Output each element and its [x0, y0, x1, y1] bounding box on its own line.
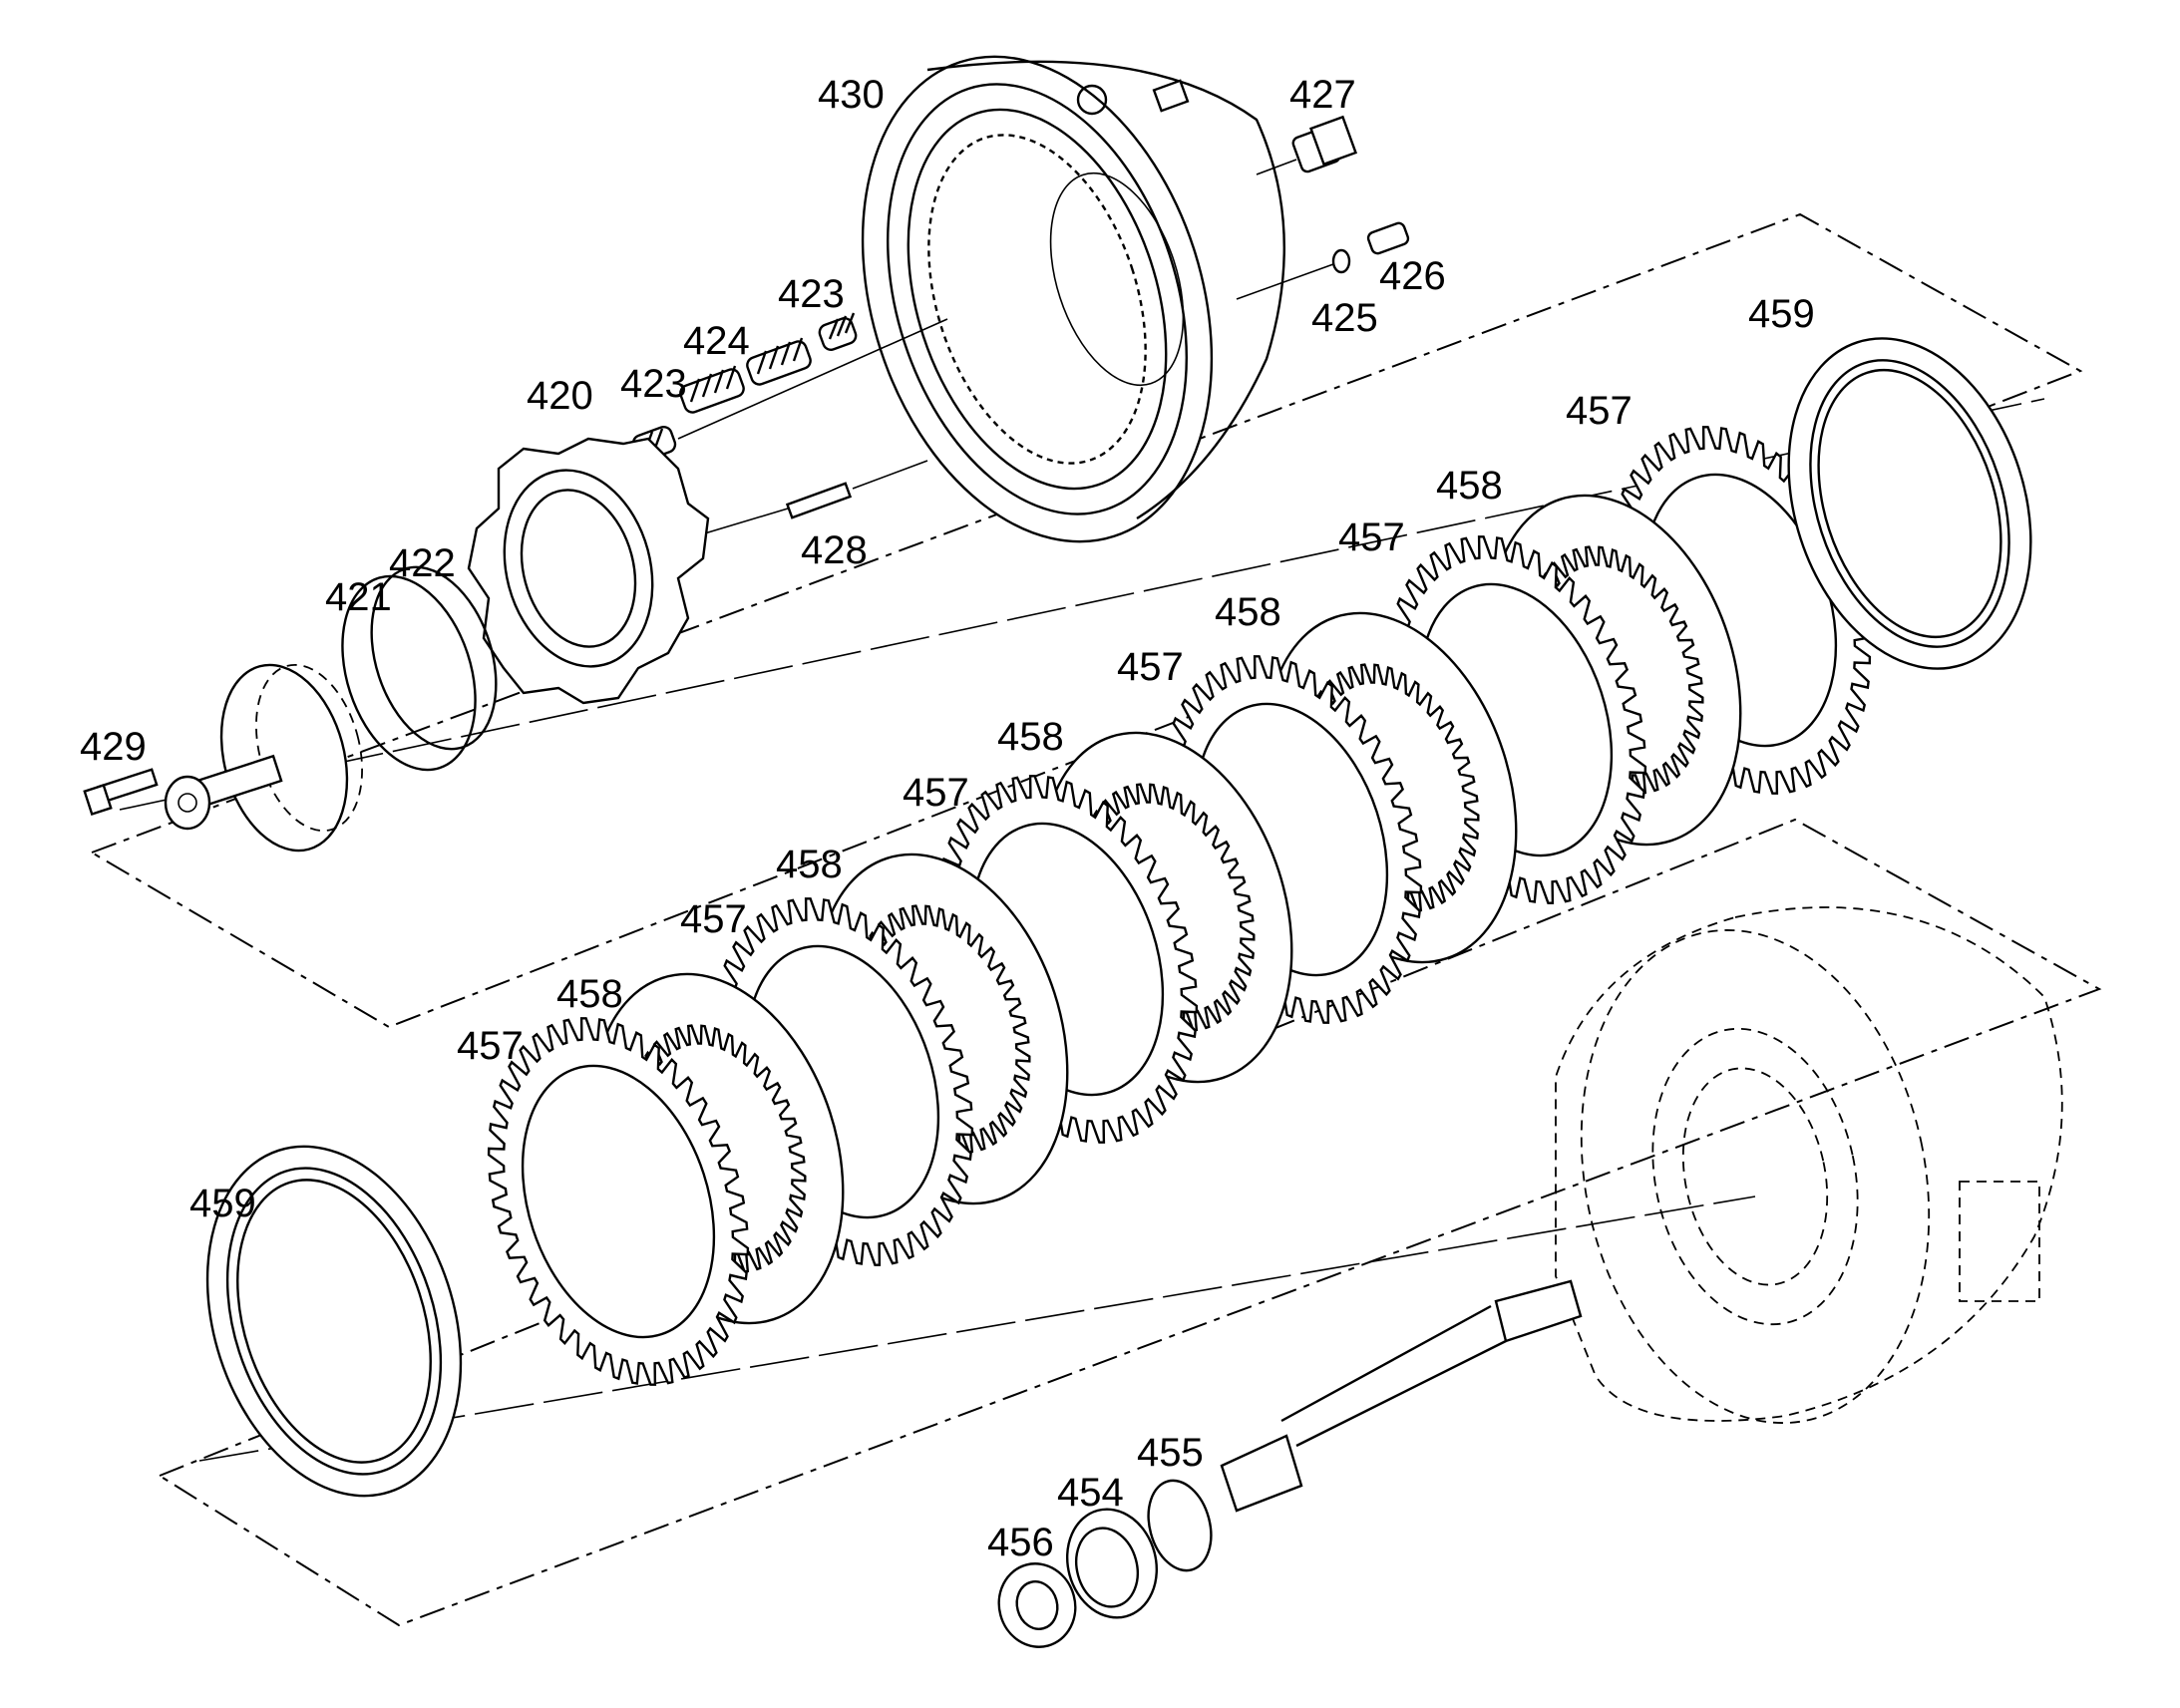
spring-424 [746, 337, 812, 386]
label-423-upper: 423 [778, 272, 845, 316]
ring-421 [341, 574, 477, 772]
label-454: 454 [1057, 1471, 1124, 1515]
label-459-right: 459 [1748, 292, 1815, 336]
hub-flange [164, 663, 363, 853]
end-plate-459-left [205, 1145, 463, 1498]
label-429: 429 [80, 725, 147, 769]
label-458-b: 458 [1215, 590, 1281, 634]
label-420: 420 [527, 374, 593, 418]
label-458-a: 458 [1436, 464, 1503, 508]
label-425: 425 [1311, 296, 1378, 340]
label-457-f: 457 [457, 1024, 524, 1068]
dowel-428 [687, 460, 928, 539]
label-423-lower: 423 [620, 362, 687, 406]
rear-housing [1555, 906, 2063, 1424]
seal-454 [1065, 1508, 1159, 1619]
label-457-c: 457 [1117, 645, 1184, 689]
label-421: 421 [325, 575, 392, 619]
spring-axis [677, 318, 948, 440]
label-458-c: 458 [997, 715, 1064, 759]
lower-axis-line [198, 1196, 1756, 1462]
ring-422 [370, 565, 498, 751]
label-458-e: 458 [556, 972, 623, 1016]
spring-423-upper [818, 312, 858, 351]
label-422: 422 [389, 541, 456, 585]
clutch-disc-stack [487, 426, 1872, 1386]
label-426: 426 [1379, 254, 1446, 298]
end-plate-459-right [1787, 337, 2032, 670]
label-427: 427 [1289, 73, 1356, 117]
label-457-a: 457 [1566, 389, 1633, 433]
label-428: 428 [801, 528, 868, 572]
pin-426 [1366, 221, 1410, 255]
input-shaft [1220, 1279, 1583, 1513]
steel-disc-457-f [487, 1017, 750, 1386]
label-459-left: 459 [189, 1182, 256, 1225]
housing-430 [861, 55, 1285, 543]
label-457-d: 457 [903, 771, 969, 815]
label-424: 424 [683, 319, 750, 363]
o-ring-425 [1236, 248, 1351, 300]
label-457-b: 457 [1338, 515, 1405, 559]
upper-assembly-boundary [89, 212, 2083, 1029]
lower-assembly-boundary [157, 818, 2102, 1627]
label-457-e: 457 [680, 897, 747, 941]
label-456: 456 [987, 1521, 1054, 1564]
label-430: 430 [818, 73, 885, 117]
label-455: 455 [1137, 1431, 1204, 1475]
bolt-429 [83, 768, 159, 817]
plug-427 [1256, 115, 1358, 175]
snap-ring-455 [1147, 1479, 1213, 1572]
carrier-420 [467, 437, 710, 705]
label-458-d: 458 [776, 843, 843, 886]
ring-456 [997, 1562, 1077, 1648]
spring-424-second [679, 365, 745, 414]
